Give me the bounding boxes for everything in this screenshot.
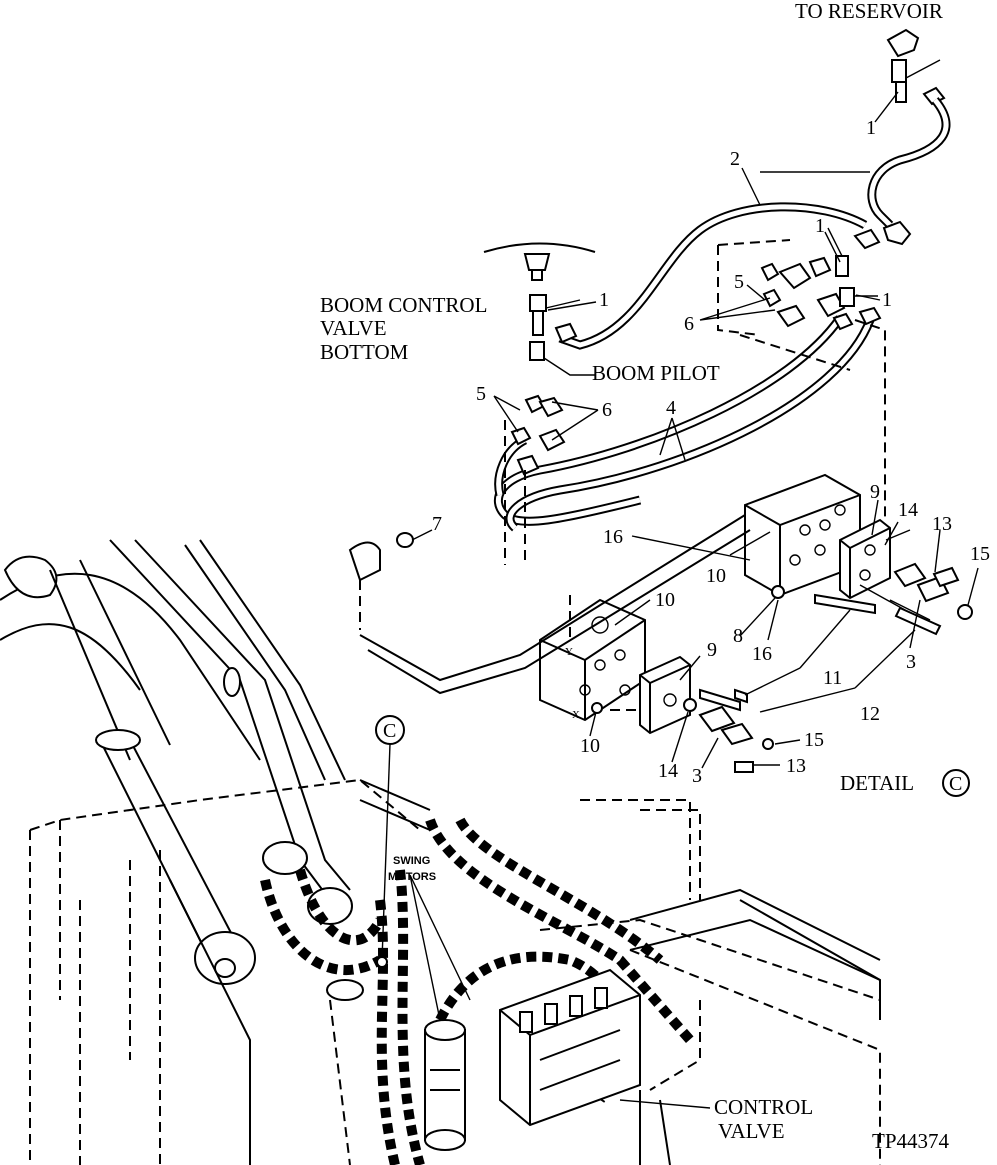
part-number: 5 xyxy=(476,383,486,405)
detail-c-circle xyxy=(942,769,970,797)
part-numbers: 1 2 1 1 1 5 6 5 6 4 7 16 9 14 13 15 10 1… xyxy=(432,117,990,787)
part-number: 14 xyxy=(898,499,918,521)
part-number: 8 xyxy=(733,625,743,647)
upper-fittings-detail-c xyxy=(814,529,973,636)
boom-control-label-line2: VALVE xyxy=(320,316,387,340)
part-number: 1 xyxy=(815,215,825,237)
detail-c-label: DETAIL xyxy=(840,771,914,795)
figure-id-label: TP44374 xyxy=(872,1129,950,1153)
upper-hose-2 xyxy=(558,97,951,350)
part-number: 10 xyxy=(580,735,600,757)
part-number: 15 xyxy=(970,543,990,565)
part-number: 3 xyxy=(906,651,916,673)
hydraulic-lines xyxy=(260,779,694,1165)
part-number: 1 xyxy=(599,289,609,311)
valve-mark-x: X xyxy=(572,709,580,721)
boom-arm xyxy=(0,539,364,1001)
part-number: 6 xyxy=(684,313,694,335)
part-number: 10 xyxy=(655,589,675,611)
part-number: 16 xyxy=(752,643,772,665)
to-reservoir-label: TO RESERVOIR xyxy=(795,0,943,23)
part-number: 11 xyxy=(823,667,842,689)
part-number: 2 xyxy=(730,148,740,170)
part-number: 1 xyxy=(882,289,892,311)
cab-body xyxy=(29,778,881,1165)
part-number: 5 xyxy=(734,271,744,293)
part-number: 9 xyxy=(707,639,717,661)
callout-c-marker xyxy=(375,715,405,968)
part-number: 13 xyxy=(932,513,952,535)
part-number: 1 xyxy=(866,117,876,139)
swing-motors-label-line2: MOTORS xyxy=(388,871,436,883)
part-number: 12 xyxy=(860,703,880,725)
boom-control-label-line3: BOTTOM xyxy=(320,340,409,364)
control-valve-body xyxy=(499,968,641,1127)
swing-motor xyxy=(424,1019,466,1151)
boom-control-fitting xyxy=(483,242,596,376)
part-number: 6 xyxy=(602,399,612,421)
swing-motors-label-line1: SWING xyxy=(393,855,430,867)
lower-fittings-detail-c xyxy=(591,585,785,773)
reservoir-fitting xyxy=(886,28,946,106)
upper-fittings xyxy=(717,227,886,520)
control-valve-label-line1: CONTROL xyxy=(714,1095,813,1119)
part-number: 15 xyxy=(804,729,824,751)
control-valve-label-line2: VALVE xyxy=(718,1119,785,1143)
leader-lines xyxy=(409,91,979,1109)
boom-control-label-line1: BOOM CONTROL xyxy=(320,293,487,317)
part-number: 14 xyxy=(658,760,678,782)
part-number: 16 xyxy=(603,526,623,548)
callout-c-label: C xyxy=(383,720,396,742)
part-number: 9 xyxy=(870,481,880,503)
valve-mark-y: Y xyxy=(565,646,573,658)
adapter-plate-upper xyxy=(839,518,891,600)
part-number: 3 xyxy=(692,765,702,787)
valve-block-lower xyxy=(539,598,646,722)
part-number: 4 xyxy=(666,397,676,419)
part-number: 7 xyxy=(432,513,442,535)
part-number: 13 xyxy=(786,755,806,777)
boom-pilot-label: BOOM PILOT xyxy=(592,361,720,385)
detail-c-mark: C xyxy=(949,773,962,795)
adapter-plate-lower xyxy=(639,655,691,735)
text-labels: TO RESERVOIR BOOM CONTROL VALVE BOTTOM B… xyxy=(320,0,970,1153)
part-number: 10 xyxy=(706,565,726,587)
